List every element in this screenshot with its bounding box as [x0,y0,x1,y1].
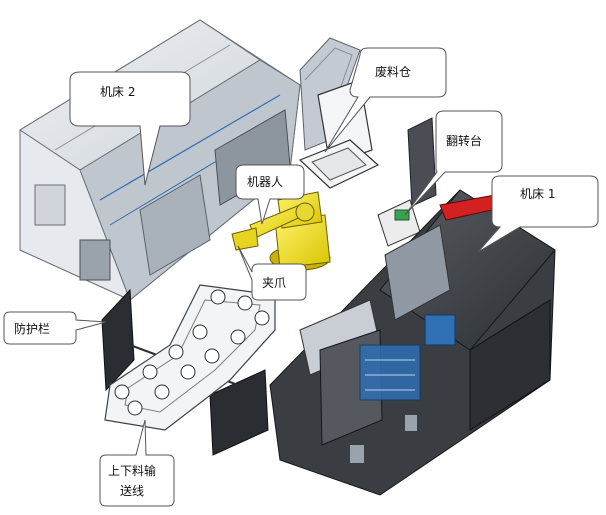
callout-gripper: 夹爪 [237,245,307,301]
callout-fence: 防护栏 [3,311,107,345]
label-conveyor-line2: 送线 [120,483,144,498]
callout-flip-table: 翻转台 [404,110,503,216]
label-robot: 机器人 [247,175,283,189]
safety-fence [101,288,269,456]
callout-robot: 机器人 [235,164,305,225]
callout-machine2: 机床 2 [69,71,191,186]
conveyor-line [104,284,276,431]
flip-table [377,117,437,247]
machine-2 [19,19,301,301]
label-gripper: 夹爪 [262,276,286,290]
label-conveyor-line1: 上下料输 [108,463,156,478]
label-scrap-bin: 废料仓 [375,64,411,79]
robot [231,191,331,271]
label-fence: 防护栏 [14,321,50,336]
label-flip-table: 翻转台 [446,133,482,148]
label-machine1: 机床 1 [520,187,555,201]
label-machine2: 机床 2 [100,85,135,99]
callout-conveyor: 上下料输 送线 [99,419,175,507]
callout-machine1: 机床 1 [477,175,599,253]
callout-scrap-bin: 废料仓 [324,47,447,153]
